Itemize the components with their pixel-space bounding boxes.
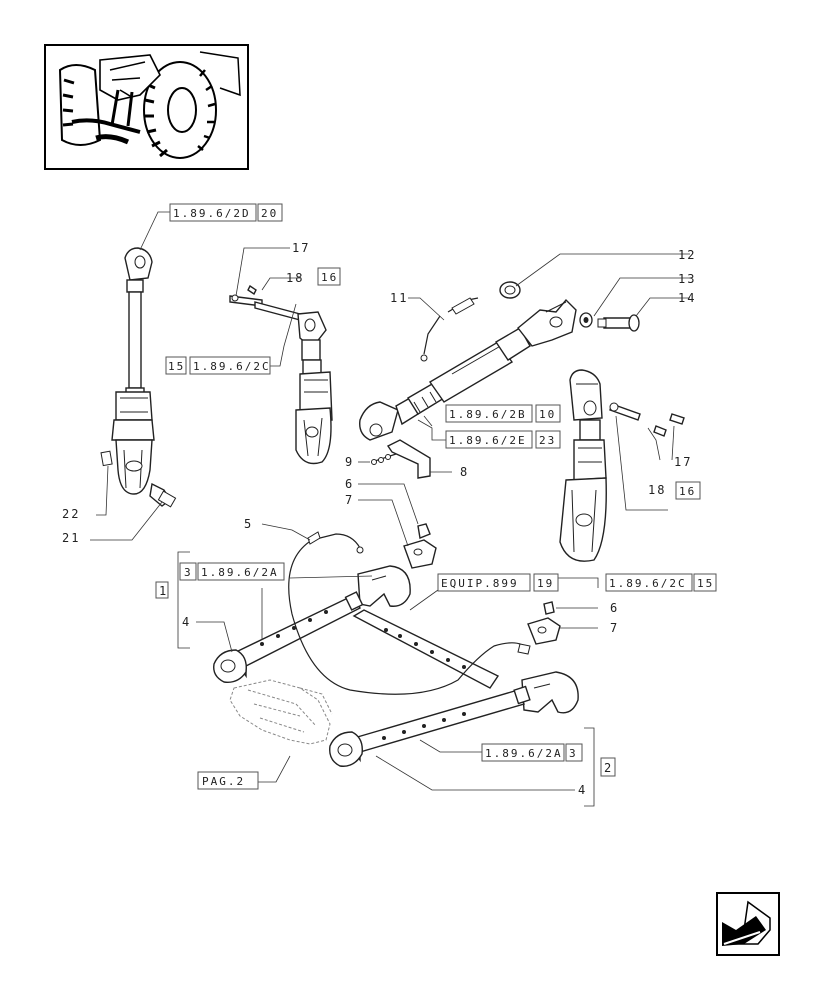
hook-right [521,671,579,714]
svg-text:PAG.2: PAG.2 [202,775,245,788]
callout-14: 14 [678,291,696,305]
callout-18-right: 18 [648,483,666,497]
lower-link-center[interactable] [352,609,500,689]
arrow-back-icon[interactable] [716,892,780,956]
svg-text:15: 15 [168,360,185,373]
tractor-left-tire-icon [58,64,102,146]
tractor-rear-tire-icon [143,61,217,159]
ref-box-1.89.6-2e[interactable]: 1.89.6/2E 23 [445,430,561,449]
bushing-13 [579,312,593,328]
callout-6-left: 6 [345,477,354,491]
turnbuckle-assembly[interactable] [359,281,640,479]
bushing-6-left [417,523,431,539]
tractor-hitch-icon [71,51,241,145]
cable-5 [288,531,531,695]
ref-box-16-right[interactable]: 16 [675,481,701,500]
ref-box-1.89.6-2a-left[interactable]: 3 1.89.6/2A [179,562,285,581]
callout-5: 5 [244,517,253,531]
svg-text:1.89.6/2A: 1.89.6/2A [201,566,279,579]
callout-13: 13 [678,272,696,286]
svg-text:20: 20 [261,207,278,220]
callout-7-left: 7 [345,493,354,507]
top-link-assembly[interactable] [100,247,177,508]
snap-ring-12 [499,281,521,299]
ref-box-1.89.6-2a-right[interactable]: 1.89.6/2A 3 [481,743,583,762]
lower-link-left[interactable] [213,591,364,683]
callout-8: 8 [460,465,469,479]
leader-lines [90,211,690,791]
svg-text:3: 3 [184,566,193,579]
callout-6-right: 6 [610,601,619,615]
lift-rod-assembly-left[interactable] [229,284,333,465]
svg-text:16: 16 [321,271,338,284]
svg-text:EQUIP.899: EQUIP.899 [441,577,519,590]
ref-box-1.89.6-2b[interactable]: 1.89.6/2B 10 [445,404,561,423]
ref-box-equip.899[interactable]: EQUIP.899 19 [437,573,559,592]
callout-1-box: 1 [155,581,169,599]
svg-text:1.89.6/2B: 1.89.6/2B [449,408,527,421]
callout-17-right: 17 [674,455,692,469]
svg-text:1.89.6/2C: 1.89.6/2C [193,360,271,373]
callout-4-left: 4 [182,615,191,629]
hook-left [357,565,411,607]
callout-7-right: 7 [610,621,619,635]
bushing-7-left [403,539,437,569]
callout-2-box: 2 [600,757,616,777]
ref-box-1.89.6-2c-left[interactable]: 15 1.89.6/2C [165,356,271,375]
callout-17-left: 17 [292,241,310,255]
bracket-8 [386,439,431,479]
svg-text:1.89.6/2A: 1.89.6/2A [485,747,563,760]
svg-text:1.89.6/2D: 1.89.6/2D [173,207,251,220]
chain-11 [420,297,479,362]
bushing-6-right [543,601,555,615]
callout-22: 22 [62,507,80,521]
callout-4-bottom: 4 [578,783,587,797]
svg-text:1: 1 [159,584,168,598]
svg-text:15: 15 [697,577,714,590]
tractor-thumbnail[interactable] [44,44,249,170]
callout-12: 12 [678,248,696,262]
callout-labels: 17 18 12 13 14 11 9 8 6 7 17 18 22 21 5 … [62,241,696,797]
ref-box-1.89.6-2d[interactable]: 1.89.6/2D 20 [169,203,283,222]
svg-text:16: 16 [679,485,696,498]
washer-22 [100,450,113,467]
svg-text:10: 10 [539,408,556,421]
bushing-7-right [527,617,561,645]
ref-box-1.89.6-2c-right[interactable]: 1.89.6/2C 15 [605,573,717,592]
ref-box-pag.2[interactable]: PAG.2 [197,771,259,790]
chain-9 [371,453,397,465]
lift-rod-assembly-right[interactable] [559,369,685,562]
group-bracket-1 [177,551,190,649]
svg-text:1.89.6/2C: 1.89.6/2C [609,577,687,590]
callout-9: 9 [345,455,354,469]
svg-text:2: 2 [604,761,613,775]
pin-14 [597,314,640,332]
svg-text:1.89.6/2E: 1.89.6/2E [449,434,527,447]
svg-text:23: 23 [539,434,556,447]
ref-box-16-left[interactable]: 16 [317,267,341,286]
group-bracket-2 [584,727,595,807]
callout-18-left: 18 [286,271,304,285]
drawbar-support-ghost [229,679,333,745]
callout-21: 21 [62,531,80,545]
svg-text:3: 3 [569,747,578,760]
callout-11: 11 [390,291,408,305]
svg-text:19: 19 [537,577,554,590]
lower-link-right[interactable] [329,685,531,767]
